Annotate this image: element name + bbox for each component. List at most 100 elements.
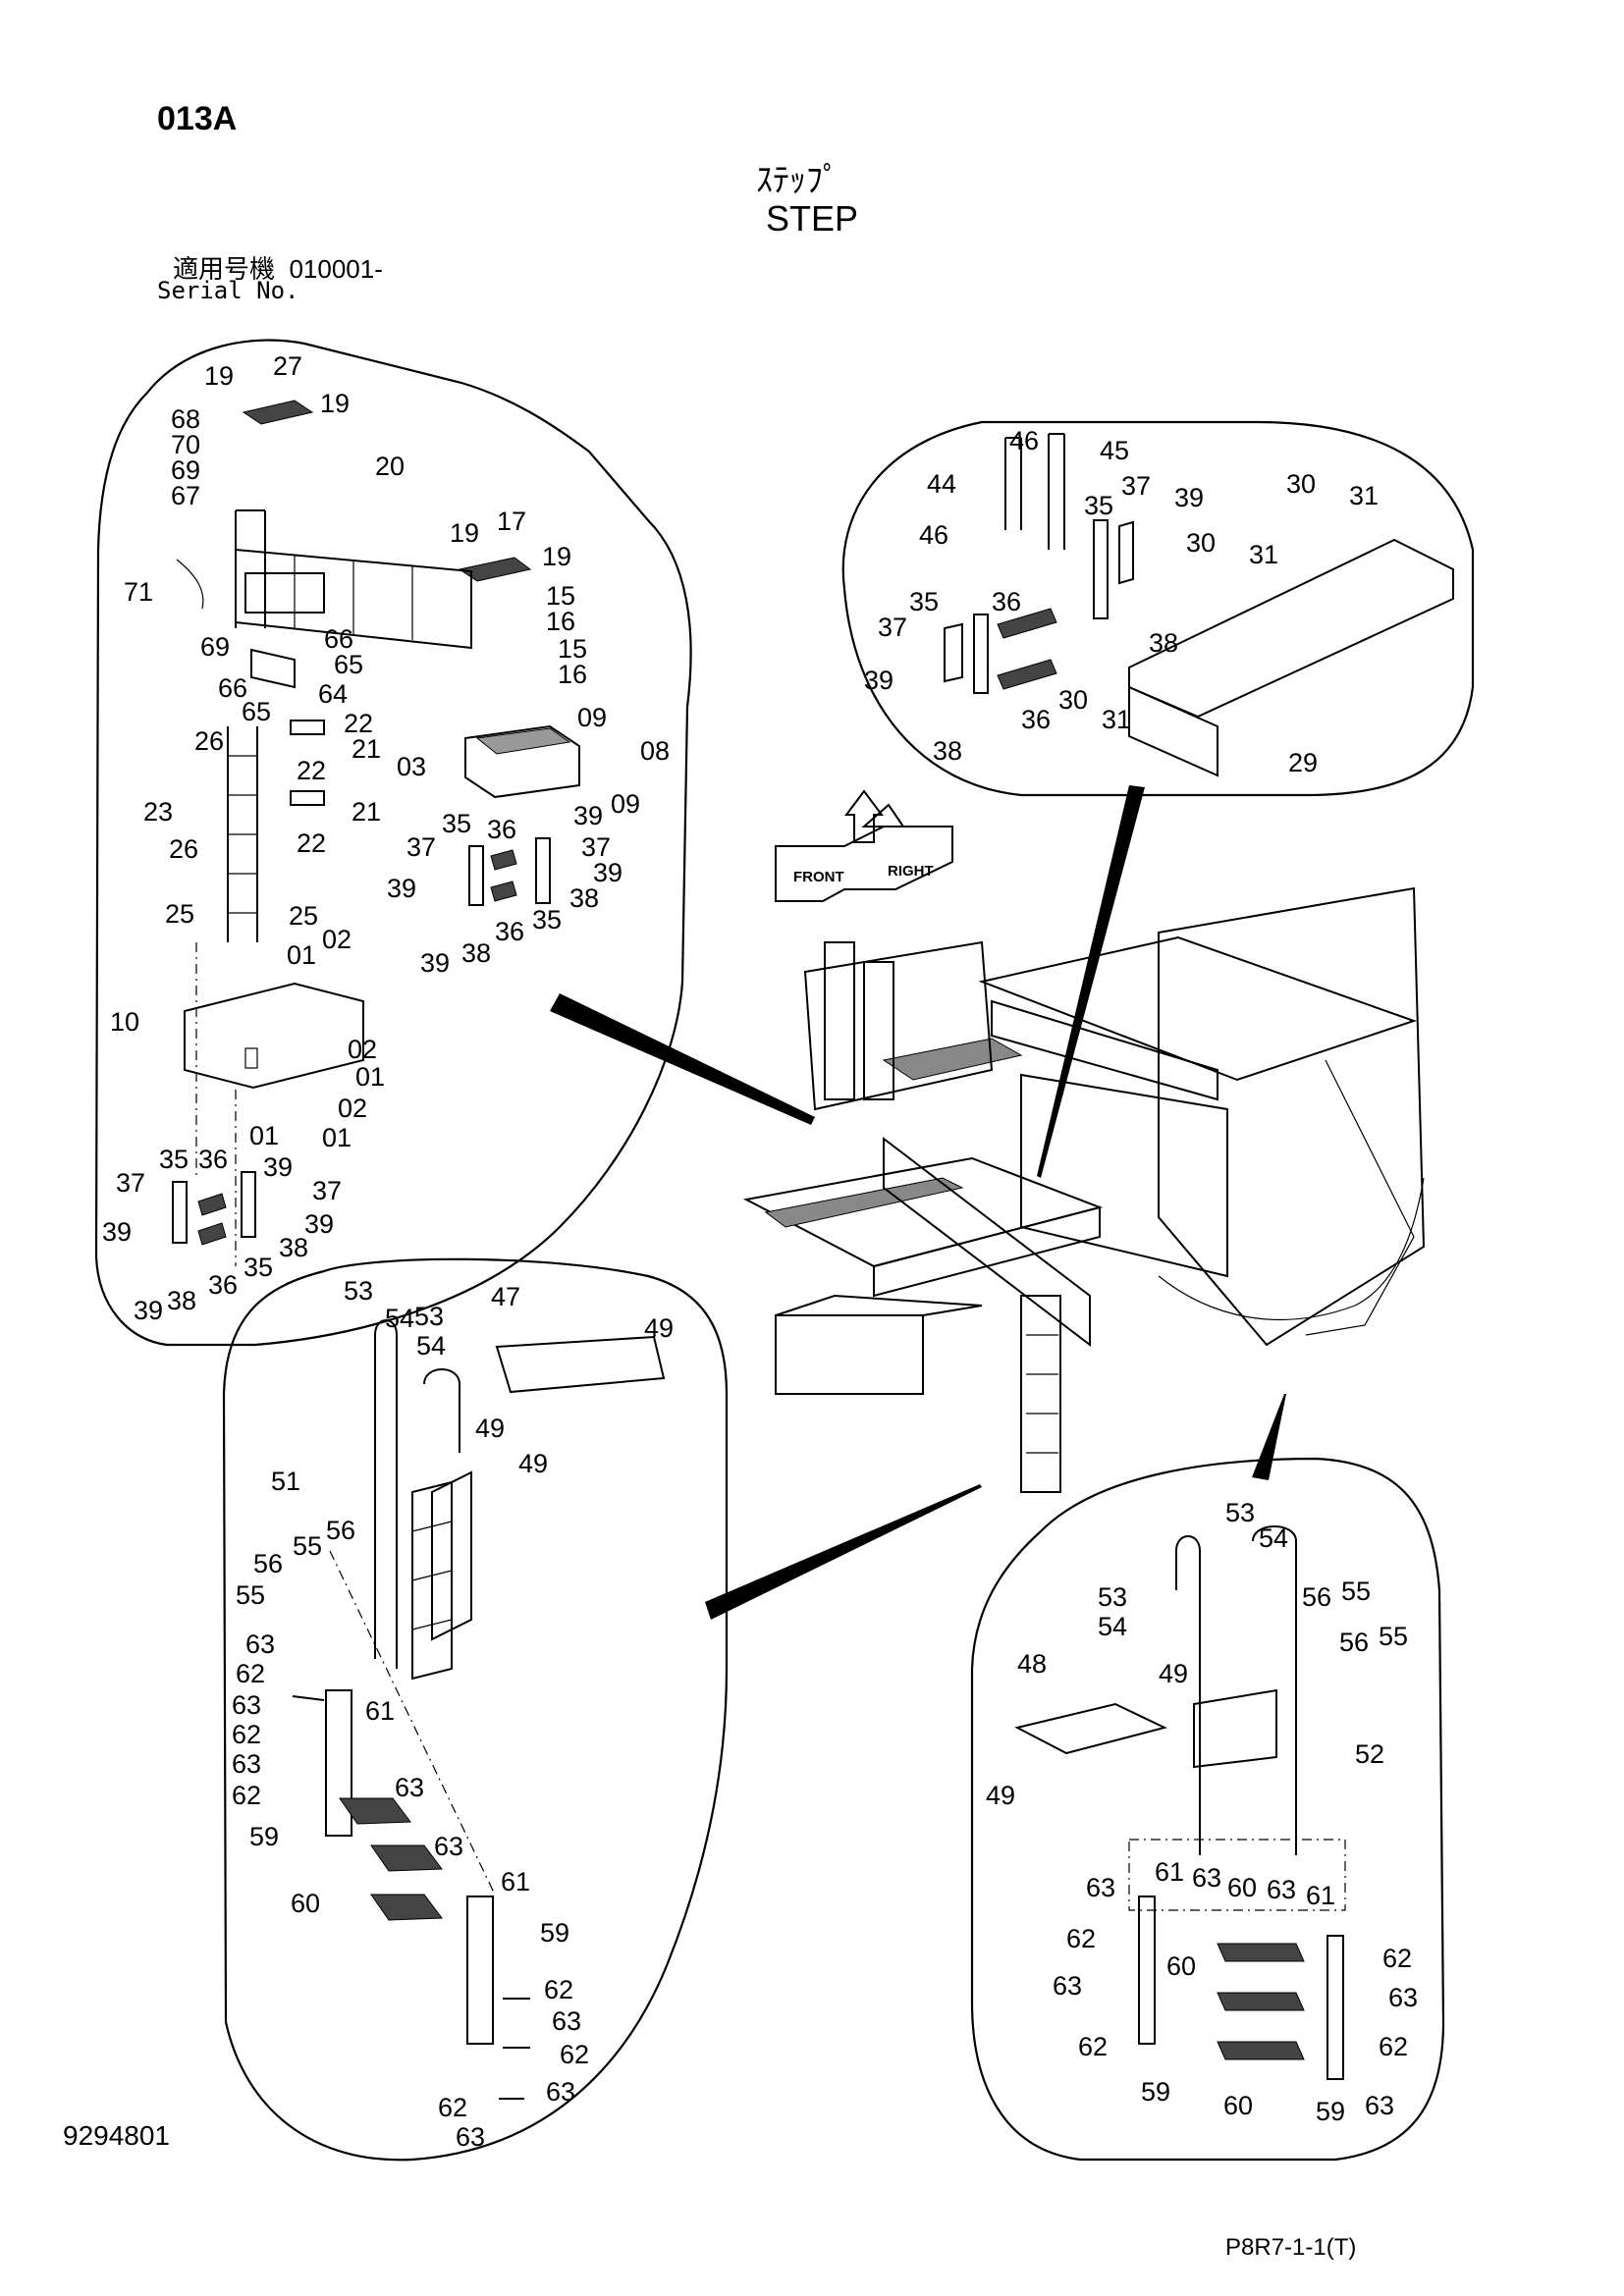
top-right-detail-parts [944, 433, 1454, 777]
title-japanese: ｽﾃｯﾌﾟ [756, 162, 839, 199]
part-callout: 53 [1098, 1582, 1127, 1612]
part-callout: 09 [611, 789, 640, 819]
part-callout: 35 [159, 1145, 189, 1174]
bottom-right-detail-parts [1014, 1525, 1346, 2080]
part-callout: 63 [395, 1773, 424, 1802]
part-callout: 61 [1306, 1881, 1335, 1910]
part-callout: 22 [297, 756, 326, 785]
part-callout: 09 [577, 703, 607, 732]
part-callout: 49 [475, 1414, 505, 1443]
part-callout: 52 [1355, 1739, 1384, 1769]
bottom-left-detail-parts [292, 1319, 666, 2100]
part-callout: 66 [218, 673, 247, 703]
part-callout: 55 [1379, 1622, 1408, 1651]
part-callout: 67 [171, 481, 200, 510]
part-callout: 53 [1225, 1498, 1255, 1527]
part-callout: 17 [497, 507, 526, 536]
part-callout: 65 [334, 650, 363, 679]
part-callout: 20 [375, 452, 405, 481]
part-callout: 62 [1078, 2032, 1108, 2061]
part-callout: 35 [442, 809, 471, 838]
part-callout: 62 [1066, 1924, 1096, 1953]
part-callout: 15 [546, 581, 575, 611]
part-callout: 37 [116, 1168, 145, 1198]
part-callout: 54 [385, 1304, 414, 1333]
serial-label-japanese: 適用号機 [173, 254, 276, 284]
part-callout: 38 [569, 883, 599, 913]
detail-bubble-top-left [94, 339, 692, 1347]
part-callout: 35 [1084, 491, 1113, 520]
part-callout: 59 [540, 1918, 569, 1948]
part-callout: 22 [344, 709, 373, 738]
part-callout: 63 [232, 1690, 261, 1720]
part-callout: 63 [1086, 1873, 1115, 1902]
part-callout: 63 [1053, 1971, 1082, 2001]
part-callout: 62 [560, 2040, 589, 2069]
part-callout: 31 [1349, 481, 1379, 510]
part-callout: 66 [324, 624, 353, 654]
direction-front-label: FRONT [793, 869, 844, 885]
part-callout: 08 [640, 736, 670, 766]
part-callout: 49 [986, 1781, 1015, 1810]
part-callout: 39 [387, 874, 416, 903]
part-callout: 19 [204, 361, 234, 391]
part-callout: 35 [532, 905, 562, 934]
part-callout: 39 [102, 1217, 132, 1247]
sheet-code: P8R7-1-1(T) [1225, 2234, 1357, 2261]
part-callout: 70 [171, 430, 200, 459]
part-callout: 45 [1100, 436, 1129, 465]
part-callout: 48 [1017, 1649, 1047, 1679]
part-callout: 60 [1166, 1951, 1196, 1981]
part-callout: 38 [461, 938, 491, 968]
part-callout: 63 [232, 1749, 261, 1779]
part-callout: 53 [344, 1276, 373, 1306]
part-callout: 55 [236, 1580, 265, 1610]
part-callout: 62 [1382, 1944, 1412, 1973]
part-callout: 65 [242, 697, 271, 726]
part-callout: 30 [1286, 469, 1316, 499]
part-callout: 63 [1267, 1875, 1296, 1904]
part-callout: 44 [927, 469, 956, 499]
part-callout: 36 [487, 815, 516, 844]
part-callout: 30 [1058, 685, 1088, 715]
part-callout: 46 [919, 520, 948, 550]
part-callout: 62 [1379, 2032, 1408, 2061]
part-callout: 29 [1288, 748, 1318, 777]
part-callout: 19 [320, 389, 350, 418]
document-number: 9294801 [63, 2120, 171, 2151]
leader-wedge-top-right [1037, 785, 1145, 1178]
part-callout: 62 [438, 2093, 467, 2122]
part-callout: 47 [491, 1282, 520, 1311]
part-callout: 19 [542, 542, 571, 571]
part-callout: 59 [1316, 2097, 1345, 2126]
part-callout: 56 [253, 1549, 283, 1578]
part-callout: 37 [878, 613, 907, 642]
part-callout: 68 [171, 404, 200, 434]
part-callout: 36 [1021, 705, 1051, 734]
page-code: 013A [157, 100, 238, 137]
part-callout: 22 [297, 828, 326, 858]
part-callout: 59 [1141, 2077, 1170, 2107]
part-callout: 56 [1302, 1582, 1331, 1612]
part-callout: 19 [450, 518, 479, 548]
part-callout: 26 [194, 726, 224, 756]
part-callout: 36 [992, 587, 1021, 616]
part-callout: 36 [198, 1145, 228, 1174]
part-callout: 15 [558, 634, 587, 664]
part-callout: 38 [1149, 628, 1178, 658]
part-callout: 39 [1174, 483, 1204, 512]
part-callout: 62 [236, 1659, 265, 1688]
part-callout: 46 [1009, 426, 1039, 455]
detail-bubble-bottom-left [222, 1257, 729, 2162]
serial-line-japanese: 適用号機 010001- [173, 249, 383, 286]
part-callout: 01 [287, 940, 316, 970]
part-callout: 56 [1339, 1628, 1369, 1657]
part-callout: 02 [338, 1094, 367, 1123]
part-callout: 39 [864, 666, 893, 695]
part-callout: 62 [232, 1781, 261, 1810]
part-callout: 39 [304, 1209, 334, 1239]
part-callout: 55 [1341, 1576, 1371, 1606]
part-callout: 21 [352, 734, 381, 764]
